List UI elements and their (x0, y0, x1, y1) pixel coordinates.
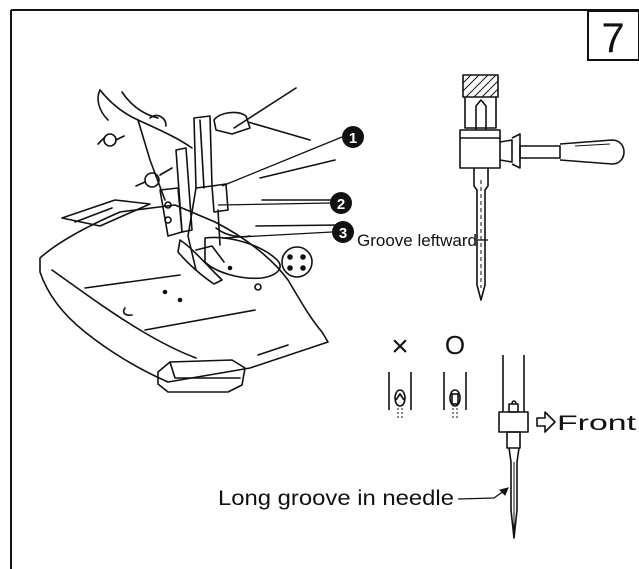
right-orientation-icon (443, 372, 467, 420)
right-mark: O (445, 330, 465, 360)
wrong-orientation-icon (388, 372, 412, 420)
front-label: Front (557, 412, 636, 435)
step-number-box: 7 (587, 10, 639, 61)
callout-1-number: 1 (349, 130, 357, 147)
long-groove-arrowhead (499, 487, 509, 496)
step-number: 7 (601, 14, 624, 61)
groove-leftward-label: Groove leftward (357, 231, 477, 250)
callout-3: 3 (332, 221, 354, 243)
sewing-machine-illustration (39, 87, 341, 393)
callout-1: 1 (342, 126, 364, 148)
callout-3-number: 3 (339, 225, 347, 242)
callout-2-number: 2 (337, 196, 345, 213)
front-arrow-icon (536, 411, 556, 433)
callout-leaders (217, 136, 343, 239)
long-groove-label: Long groove in needle (218, 487, 454, 510)
needle-clamp-detail (459, 74, 521, 301)
screwdriver-icon (519, 139, 625, 165)
page-frame (10, 9, 639, 569)
wrong-mark: × (391, 330, 409, 363)
callout-2: 2 (330, 192, 352, 214)
needle-front-detail (498, 355, 529, 539)
